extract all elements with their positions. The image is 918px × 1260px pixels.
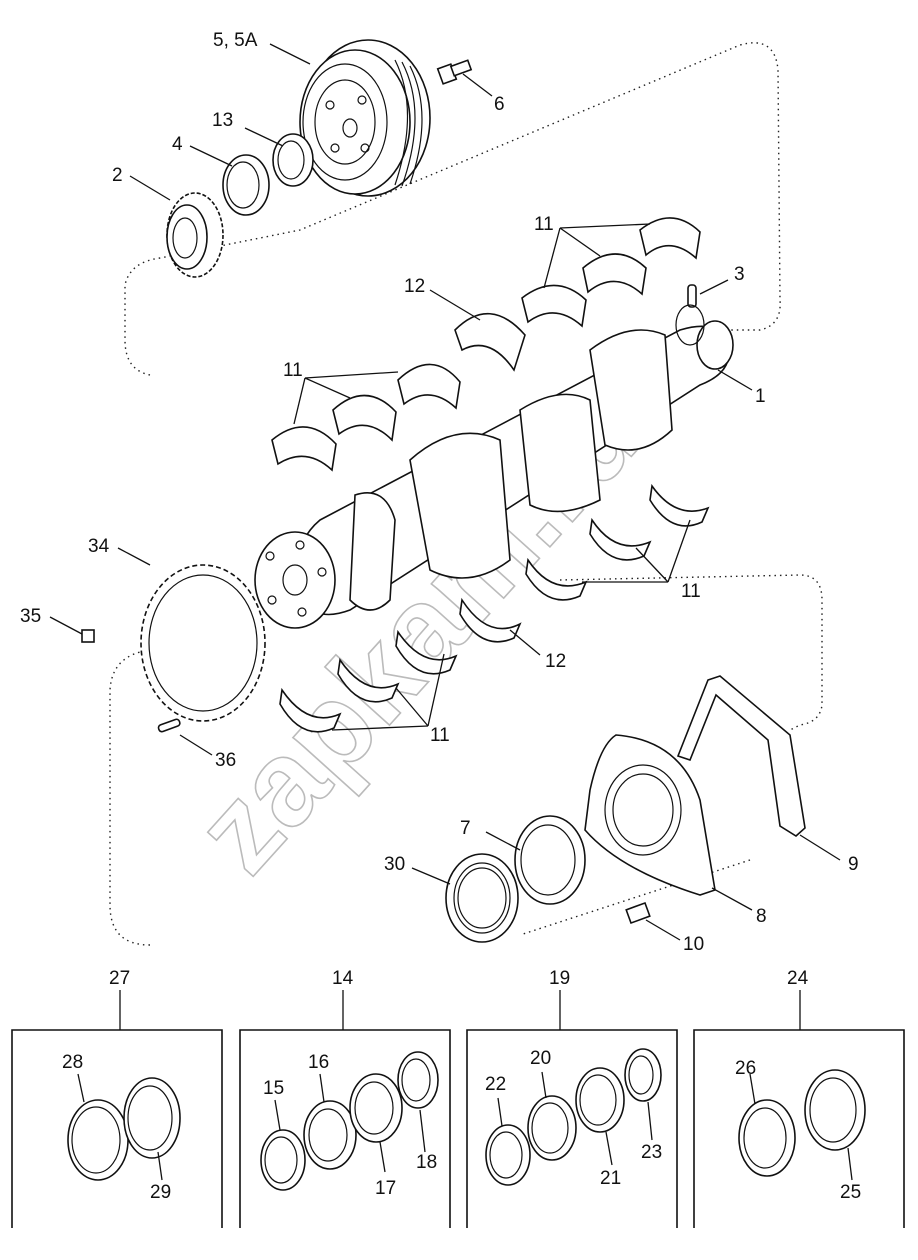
- label-26: 26: [735, 1058, 756, 1079]
- label-12-upper: 12: [404, 276, 425, 297]
- rear-oil-seal: [445, 853, 519, 943]
- ring-bolt: [81, 629, 95, 643]
- label-8: 8: [756, 906, 767, 927]
- kit-box-14: [239, 990, 451, 1228]
- label-29: 29: [150, 1182, 171, 1203]
- kit-box-24: [693, 990, 905, 1228]
- kit-box-27: [11, 990, 223, 1228]
- label-22: 22: [485, 1074, 506, 1095]
- dowel-pin: [687, 284, 697, 308]
- label-6: 6: [494, 94, 505, 115]
- label-34: 34: [88, 536, 110, 557]
- label-5: 5, 5A: [213, 30, 258, 51]
- label-2: 2: [112, 165, 123, 186]
- label-13: 13: [212, 110, 233, 131]
- rear-seal-ring: [514, 815, 586, 905]
- upper-group-outline: [124, 42, 781, 376]
- label-7: 7: [460, 818, 471, 839]
- label-4: 4: [172, 134, 183, 155]
- label-23: 23: [641, 1142, 662, 1163]
- label-17: 17: [375, 1178, 396, 1199]
- housing-bolt: [625, 901, 651, 925]
- label-28: 28: [62, 1052, 83, 1073]
- crankshaft-pulley: [299, 39, 431, 197]
- label-10: 10: [683, 934, 704, 955]
- label-11-upper-right: 11: [534, 214, 554, 235]
- label-20: 20: [530, 1048, 551, 1069]
- seal-ring: [222, 154, 270, 216]
- main-bearing-upper-shells: [271, 217, 701, 472]
- pulley-bolt: [436, 59, 473, 85]
- rear-cover-gasket: [676, 675, 806, 837]
- label-11-lower-right: 11: [681, 581, 701, 602]
- label-30: 30: [384, 854, 405, 875]
- label-16: 16: [308, 1052, 329, 1073]
- label-12-lower: 12: [545, 651, 566, 672]
- rear-seal-housing: [584, 734, 716, 896]
- label-9: 9: [848, 854, 859, 875]
- label-25: 25: [840, 1182, 861, 1203]
- label-27: 27: [109, 968, 130, 989]
- label-19: 19: [549, 968, 570, 989]
- label-11-lower-left: 11: [430, 725, 450, 746]
- label-18: 18: [416, 1152, 437, 1173]
- callout-labels: 5, 5A 6 13 4 2 11 3 12 1 11 34 11 35 12 …: [20, 30, 861, 1203]
- crankshaft-gear: [166, 192, 224, 278]
- label-24: 24: [787, 968, 809, 989]
- label-21: 21: [600, 1168, 621, 1189]
- leader-lines: [49, 43, 841, 941]
- ring-pin: [157, 718, 181, 733]
- label-1: 1: [755, 386, 766, 407]
- label-15: 15: [263, 1078, 284, 1099]
- label-3: 3: [734, 264, 745, 285]
- label-11-upper-left: 11: [283, 360, 303, 381]
- crankshaft: [254, 304, 734, 629]
- lower-group-outline: [109, 574, 823, 946]
- label-35: 35: [20, 606, 41, 627]
- kit-box-19: [466, 990, 678, 1228]
- label-14: 14: [332, 968, 354, 989]
- reluctor-ring: [140, 564, 266, 722]
- oil-seal-front: [272, 133, 314, 187]
- label-36: 36: [215, 750, 236, 771]
